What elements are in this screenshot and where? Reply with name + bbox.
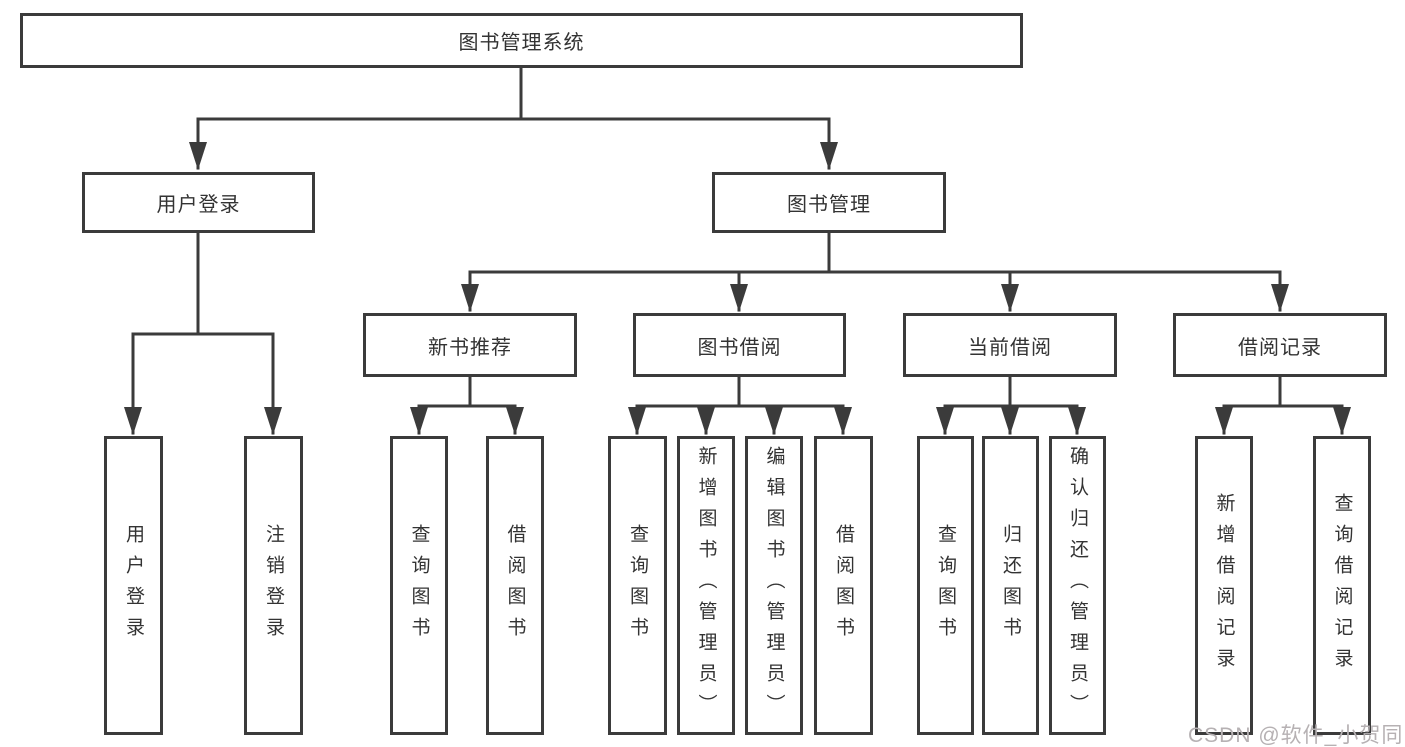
node-current-borrow: 当前借阅 — [903, 313, 1117, 377]
node-borrow-records: 借阅记录 — [1173, 313, 1387, 377]
leaf-query-borrow-record: 查询借阅记录 — [1313, 436, 1371, 735]
leaf-edit-book-admin: 编辑图书（管理员） — [745, 436, 803, 735]
leaf-add-book-admin: 新增图书（管理员） — [677, 436, 735, 735]
node-user-login: 用户登录 — [82, 172, 315, 233]
leaf-user-login: 用户登录 — [104, 436, 163, 735]
leaf-logout: 注销登录 — [244, 436, 303, 735]
leaf-add-borrow-record: 新增借阅记录 — [1195, 436, 1253, 735]
node-library-management-system: 图书管理系统 — [20, 13, 1023, 68]
leaf-borrow-books-recommend: 借阅图书 — [486, 436, 544, 735]
leaf-borrow-books: 借阅图书 — [814, 436, 873, 735]
leaf-query-books-current: 查询图书 — [917, 436, 974, 735]
node-book-borrow: 图书借阅 — [633, 313, 846, 377]
leaf-query-books-borrow: 查询图书 — [608, 436, 667, 735]
leaf-return-books: 归还图书 — [982, 436, 1039, 735]
csdn-watermark: CSDN @软件_小贺同学 — [1188, 724, 1404, 747]
node-new-book-recommend: 新书推荐 — [363, 313, 577, 377]
leaf-query-books-recommend: 查询图书 — [390, 436, 448, 735]
node-book-management: 图书管理 — [712, 172, 946, 233]
leaf-confirm-return-admin: 确认归还（管理员） — [1049, 436, 1106, 735]
